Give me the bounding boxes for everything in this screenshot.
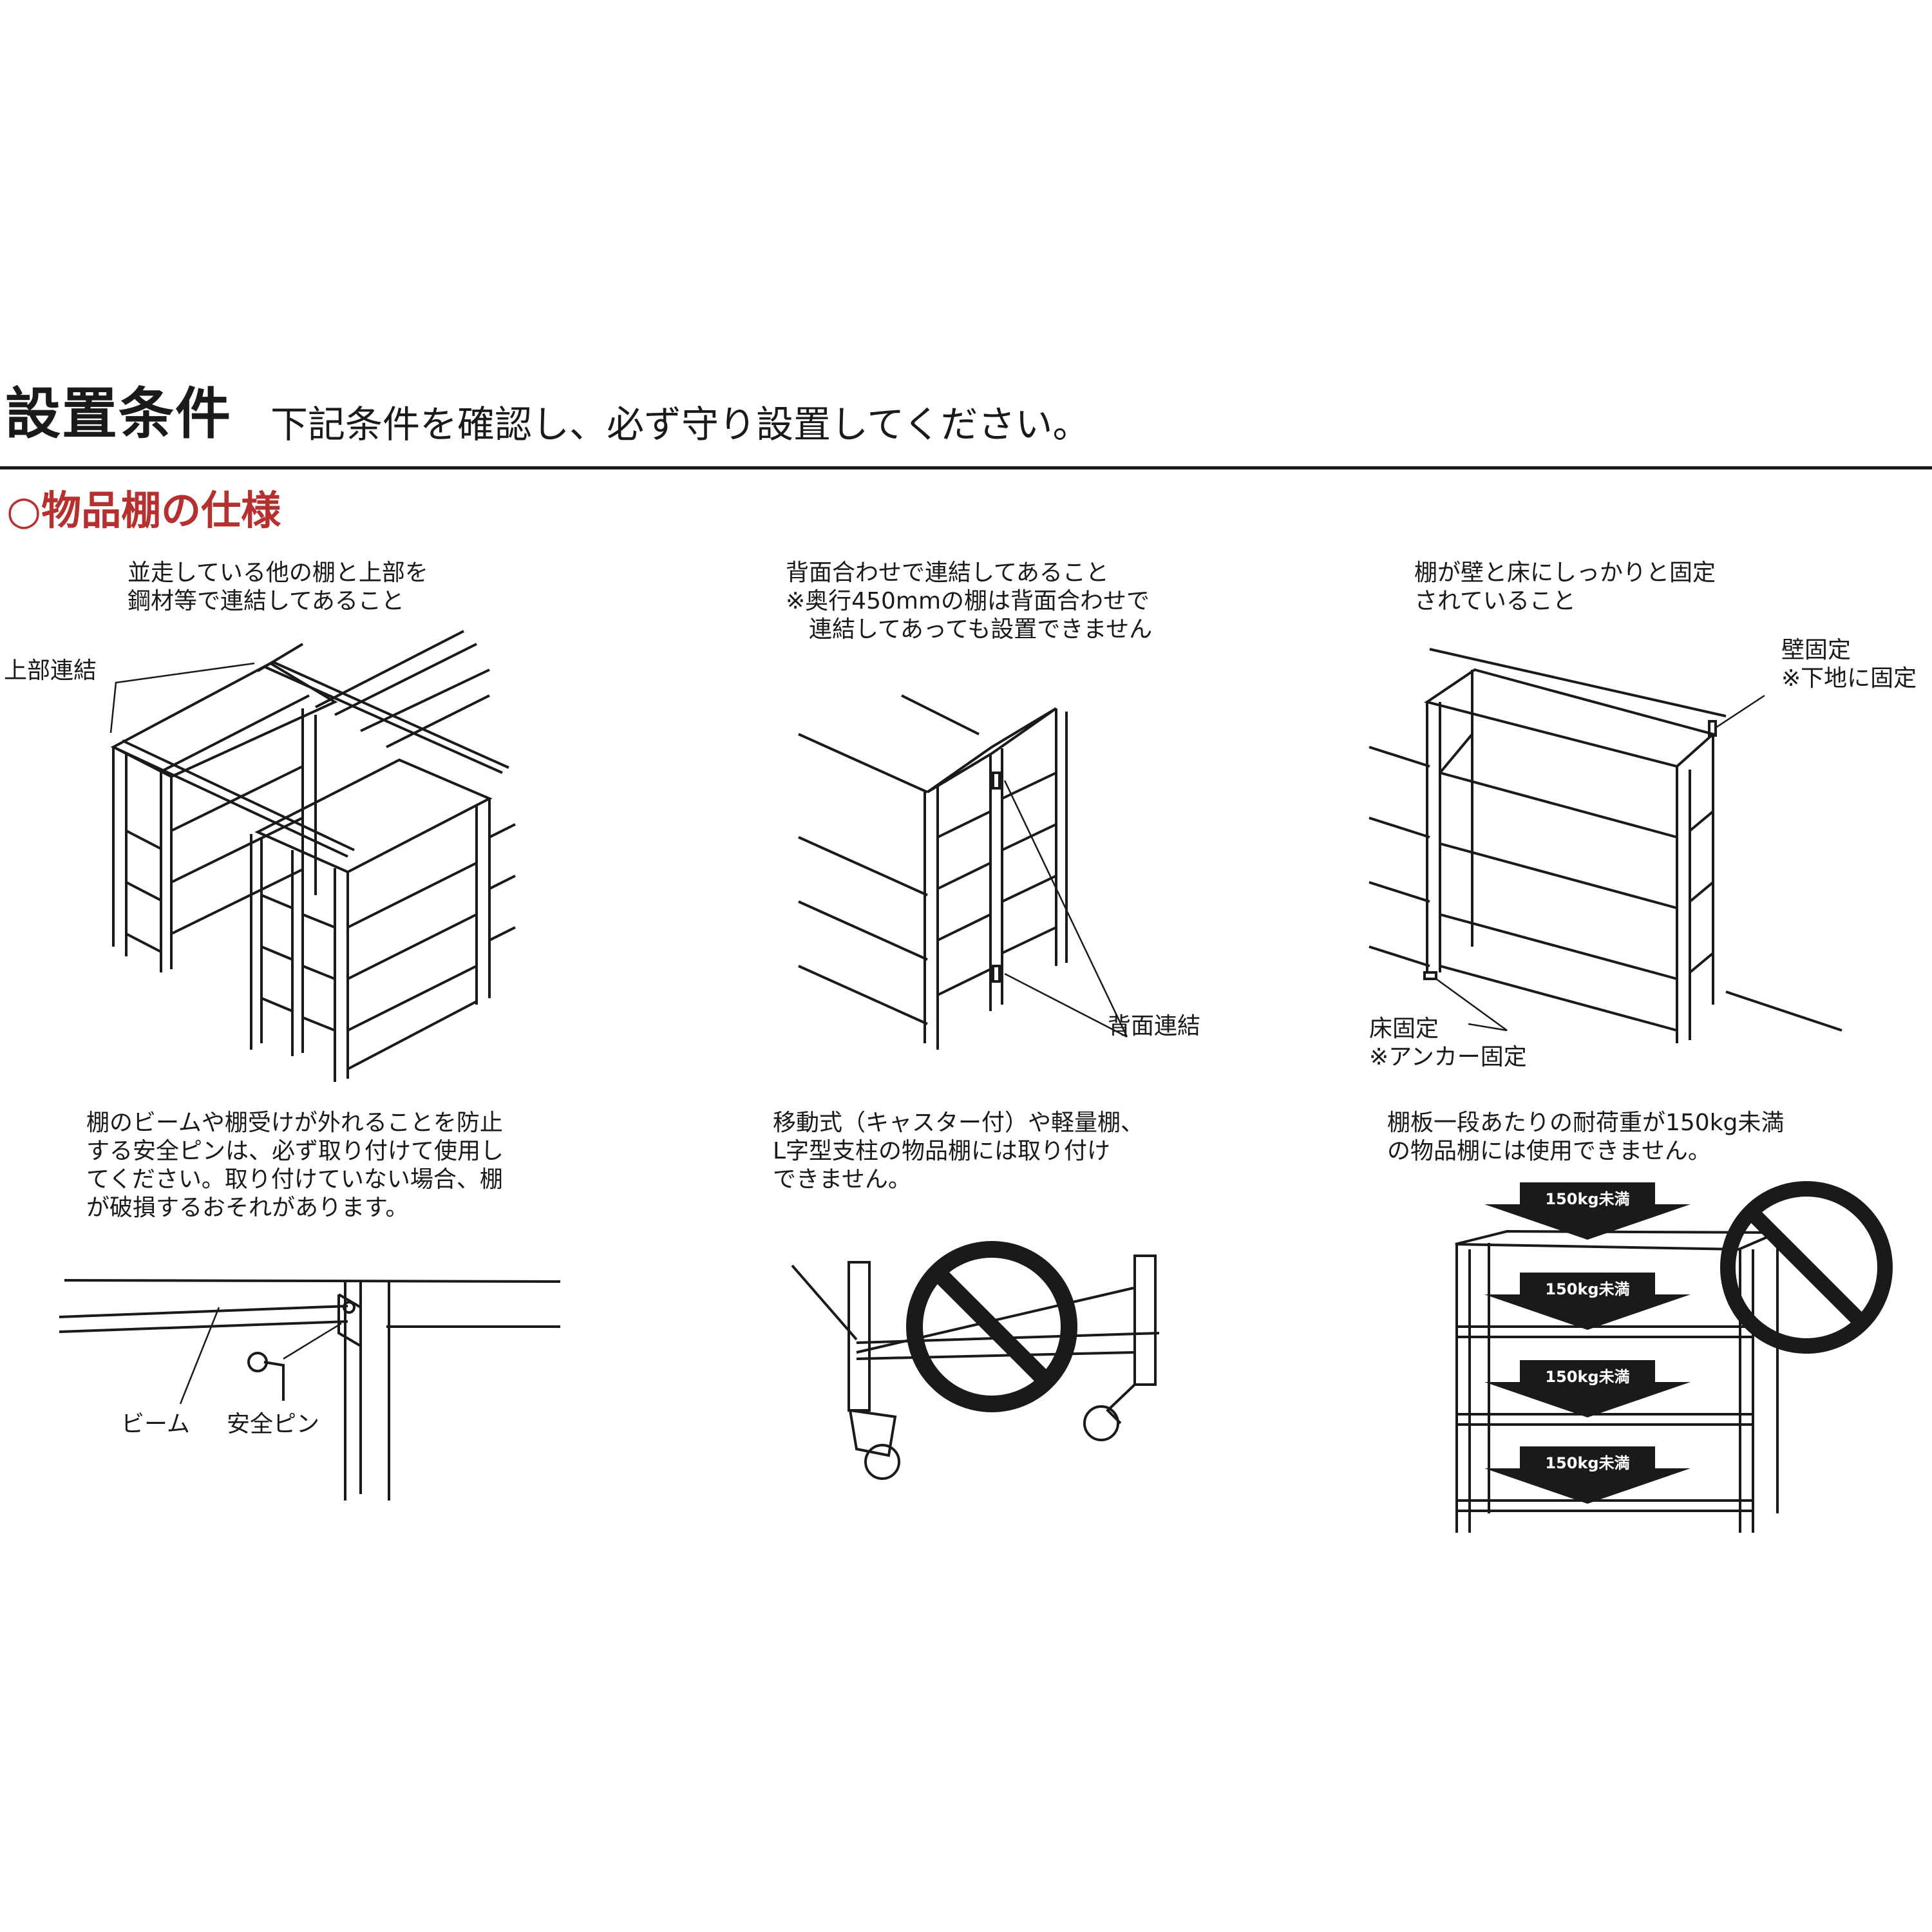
page-subtitle: 下記条件を確認し、必ず守り設置してください。: [270, 402, 1090, 446]
load-badge-text: 150kg未満: [1545, 1454, 1629, 1472]
caption-wall-floor-fixing: 棚が壁と床にしっかりと固定 されていること: [1414, 560, 1716, 614]
label-safety-pin: 安全ピン: [227, 1411, 320, 1437]
prohibited-icon: [1720, 1181, 1893, 1354]
load-badge: 150kg未満: [1484, 1446, 1690, 1504]
illustration-back-connection: [798, 694, 1128, 1050]
label-floor-fixing: 床固定 ※アンカー固定: [1369, 1016, 1527, 1070]
caption-back-connection: 背面合わせで連結してあること ※奥行450mmの棚は背面合わせで 連結してあって…: [786, 560, 1153, 643]
load-badge: 150kg未満: [1484, 1360, 1690, 1417]
label-top-connection: 上部連結: [4, 658, 97, 684]
load-badges: 150kg未満 150kg未満 150kg未満 150kg未満: [1484, 1182, 1690, 1504]
load-badge-text: 150kg未満: [1545, 1190, 1629, 1208]
label-beam: ビーム: [121, 1411, 190, 1437]
illustration-wall-floor-fixing: [1368, 648, 1842, 1043]
load-badge-text: 150kg未満: [1545, 1368, 1629, 1386]
load-badge-text: 150kg未満: [1545, 1280, 1629, 1298]
load-badge: 150kg未満: [1484, 1273, 1690, 1330]
illustration-top-connection: [109, 630, 516, 1082]
illustration-safety-pin: [59, 1279, 561, 1501]
caption-safety-pin: 棚のビームや棚受けが外れることを防止 する安全ピンは、必ず取り付けて使用し てく…: [86, 1110, 504, 1221]
title-divider: [0, 466, 1932, 469]
caption-load-capacity: 棚板一段あたりの耐荷重が150kg未満 の物品棚には使用できません。: [1387, 1110, 1785, 1164]
caption-not-applicable-types: 移動式（キャスター付）や軽量棚、 L字型支柱の物品棚には取り付け できません。: [773, 1110, 1144, 1193]
label-wall-fixing: 壁固定 ※下地に固定: [1781, 637, 1917, 692]
prohibited-icon: [906, 1241, 1077, 1412]
section-title: ○物品棚の仕様: [6, 487, 281, 534]
load-badge: 150kg未満: [1484, 1182, 1690, 1240]
illustration-caster-shelf: [791, 1255, 1160, 1480]
caption-top-connection: 並走している他の棚と上部を 鋼材等で連結してあること: [128, 560, 428, 614]
page-title: 設置条件: [5, 382, 232, 446]
illustration-load-shelf: [1455, 1229, 1779, 1533]
